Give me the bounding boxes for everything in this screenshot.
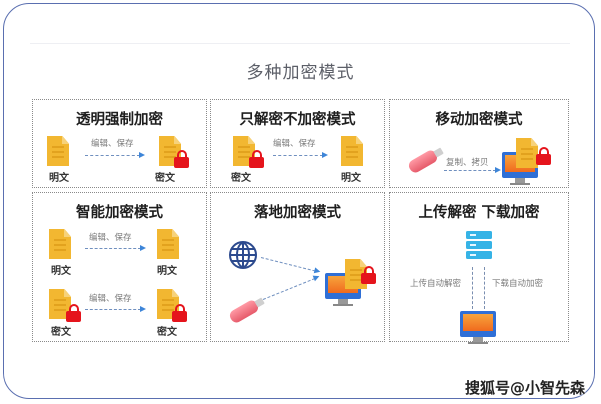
server-icon bbox=[466, 251, 492, 259]
panel-upload-decrypt-download-encrypt: 上传解密 下载加密 上传自动解密 下载自动加密 bbox=[389, 192, 569, 344]
plaintext-label: 明文 bbox=[341, 173, 361, 184]
plaintext-label: 明文 bbox=[49, 173, 69, 184]
lock-icon bbox=[66, 304, 81, 322]
server-icon bbox=[466, 231, 492, 239]
lock-icon bbox=[536, 147, 551, 165]
panel-title: 只解密不加密模式 bbox=[239, 112, 356, 128]
dashed-arrow-icon bbox=[85, 151, 145, 158]
dashed-arrow-icon bbox=[260, 257, 316, 272]
panel-transparent-forced-encryption: 透明强制加密 明文 编辑、保存 密文 bbox=[32, 99, 207, 188]
action-label: 编辑、保存 bbox=[273, 139, 316, 149]
panel-title: 移动加密模式 bbox=[435, 112, 523, 128]
watermark: 搜狐号@小智先森 bbox=[464, 379, 585, 397]
panel-title: 落地加密模式 bbox=[254, 205, 341, 221]
usb-drive-icon bbox=[406, 148, 440, 175]
plaintext-label: 明文 bbox=[157, 266, 177, 277]
globe-icon bbox=[229, 241, 257, 269]
dashed-arrow-icon bbox=[444, 166, 501, 173]
panel-title: 智能加密模式 bbox=[76, 205, 163, 221]
divider bbox=[30, 43, 570, 44]
lock-icon bbox=[361, 266, 376, 284]
diagram-title: 多种加密模式 bbox=[246, 63, 355, 83]
action-label: 编辑、保存 bbox=[91, 139, 134, 149]
ciphertext-label: 密文 bbox=[51, 327, 71, 338]
action-label: 编辑、保存 bbox=[89, 294, 132, 304]
download-label: 下载自动加密 bbox=[492, 279, 544, 289]
document-icon bbox=[157, 229, 179, 259]
computer-icon bbox=[460, 311, 496, 344]
panel-mobile-encryption: 移动加密模式 复制、拷贝 bbox=[389, 99, 569, 188]
action-label: 编辑、保存 bbox=[89, 233, 132, 243]
dashed-arrow-icon bbox=[85, 305, 146, 312]
plaintext-label: 明文 bbox=[51, 266, 71, 277]
ciphertext-label: 密文 bbox=[155, 173, 175, 184]
panel-landing-encryption: 落地加密模式 bbox=[210, 192, 385, 342]
document-icon bbox=[341, 136, 363, 166]
dashed-arrow-icon bbox=[262, 278, 316, 300]
ciphertext-label: 密文 bbox=[157, 327, 177, 338]
dashed-arrow-icon bbox=[85, 244, 146, 251]
upload-label: 上传自动解密 bbox=[410, 279, 462, 289]
panel-title: 上传解密 下载加密 bbox=[418, 205, 540, 221]
dashed-arrow-icon bbox=[273, 151, 328, 158]
panel-title: 透明强制加密 bbox=[76, 112, 163, 128]
panel-smart-encryption: 智能加密模式 明文 编辑、保存 明文 密文 编辑、保存 密文 bbox=[32, 192, 207, 342]
document-icon bbox=[47, 136, 69, 166]
document-icon bbox=[49, 229, 71, 259]
ciphertext-label: 密文 bbox=[231, 173, 251, 184]
action-label: 复制、拷贝 bbox=[446, 158, 489, 168]
usb-drive-icon bbox=[227, 298, 261, 325]
document-icon bbox=[516, 138, 538, 168]
lock-icon bbox=[172, 304, 187, 322]
lock-icon bbox=[174, 150, 189, 168]
upload-arrow-icon bbox=[472, 267, 473, 309]
server-icon bbox=[466, 241, 492, 249]
download-arrow-icon bbox=[484, 267, 485, 309]
lock-icon bbox=[249, 150, 264, 168]
panel-decrypt-only: 只解密不加密模式 密文 编辑、保存 明文 bbox=[210, 99, 385, 188]
